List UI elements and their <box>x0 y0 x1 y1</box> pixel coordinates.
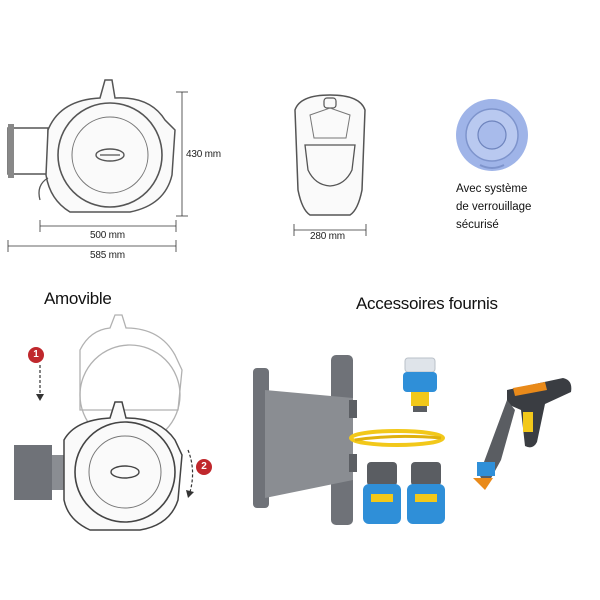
reel-drum-inner <box>71 116 149 194</box>
reel-front-view-drawing <box>293 94 367 236</box>
step1-badge: 1 <box>28 347 44 363</box>
step2-badge: 2 <box>196 459 212 475</box>
front-drum-outline <box>304 144 356 187</box>
reel-mounted-drum <box>74 421 176 523</box>
lock-note-line3: sécurisé <box>456 219 499 231</box>
outer-width-label: 585 mm <box>90 250 125 261</box>
front-housing-outline <box>294 94 366 216</box>
accessories-section-title: Accessoires fournis <box>356 294 498 313</box>
hose-guide <box>38 177 49 201</box>
inner-width-label: 500 mm <box>90 230 125 241</box>
lock-note-line2: de verrouillage <box>456 201 532 213</box>
wall-plate <box>8 124 14 178</box>
accessory-hose-connector-2 <box>407 462 445 524</box>
reel-side-view-drawing <box>7 79 188 252</box>
height-label: 430 mm <box>186 149 221 160</box>
accessory-yellow-hose <box>349 429 445 447</box>
reel-housing-outline <box>45 79 176 213</box>
lock-note: Avec système de verrouillage sécurisé <box>456 180 531 234</box>
reel-drum <box>57 102 163 208</box>
step2-arrow <box>187 449 194 493</box>
depth-label: 280 mm <box>310 231 345 242</box>
reel-handle <box>95 148 125 162</box>
accessories-image <box>253 355 572 525</box>
removable-steps-drawing <box>14 314 194 531</box>
accessory-hose-connector-1 <box>363 462 401 524</box>
locking-knob-image <box>456 99 528 171</box>
accessory-wall-bracket <box>253 355 357 525</box>
lock-note-line1: Avec système <box>456 183 528 195</box>
accessory-spray-nozzle <box>473 378 572 490</box>
removable-wall-bracket <box>14 445 52 500</box>
removable-section-title: Amovible <box>44 289 112 308</box>
accessory-tap-connector <box>403 357 437 412</box>
